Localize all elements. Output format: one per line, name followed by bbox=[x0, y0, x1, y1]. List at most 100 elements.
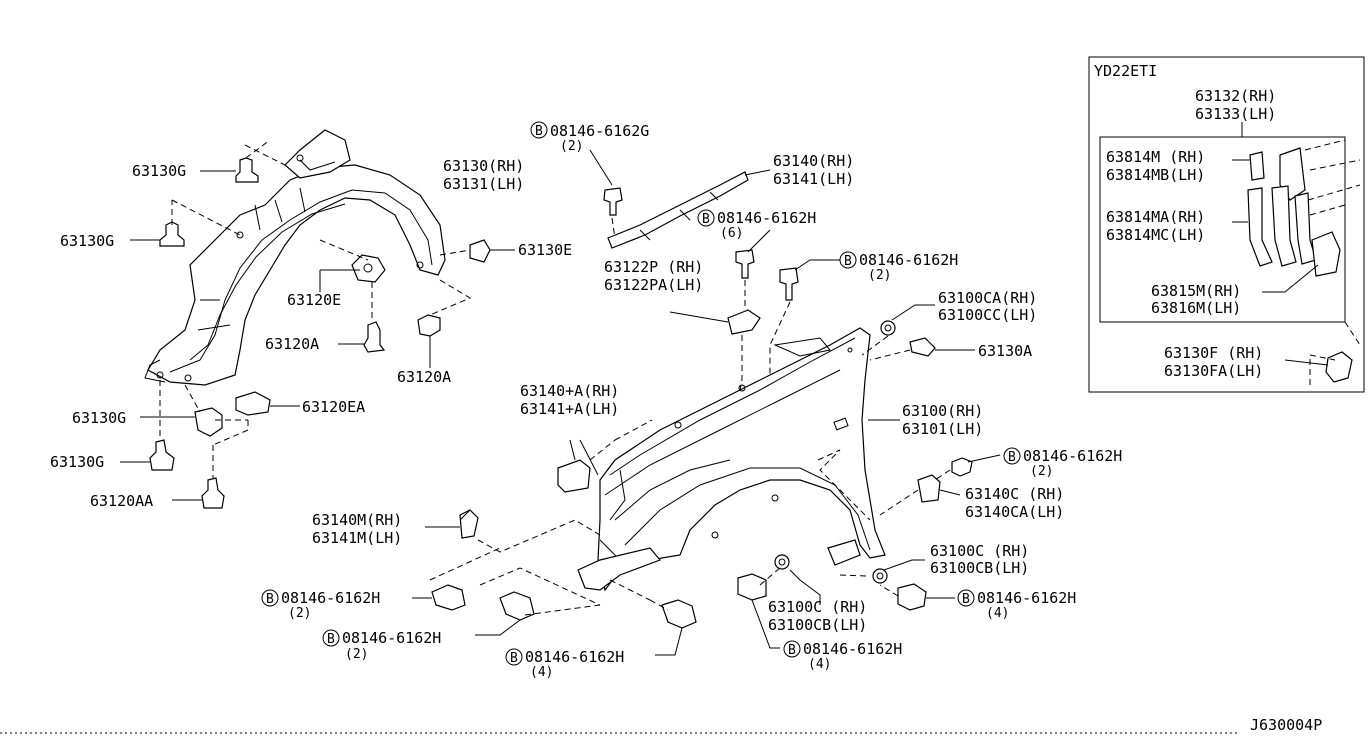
label-63814m: 63814M (RH) bbox=[1106, 148, 1205, 166]
label-63120ea: 63120EA bbox=[302, 398, 365, 416]
label-63100cb-a: 63100CB(LH) bbox=[930, 559, 1029, 577]
label-63120aa: 63120AA bbox=[90, 492, 153, 510]
clip-63130g-lower[interactable] bbox=[140, 407, 223, 437]
label-63100c-b: 63100C (RH) bbox=[768, 598, 867, 616]
clip-63130g-bottom[interactable] bbox=[120, 439, 175, 471]
label-63815m: 63815M(RH) bbox=[1151, 282, 1241, 300]
label-b9-num: 08146-6162H bbox=[977, 589, 1076, 607]
label-b5-qty: (2) bbox=[288, 606, 311, 621]
label-63122p: 63122P (RH) bbox=[604, 258, 703, 276]
retainer-63120ea[interactable] bbox=[235, 391, 300, 416]
label-b3-num: 08146-6162H bbox=[859, 251, 958, 269]
label-63130e: 63130E bbox=[518, 241, 572, 259]
label-b4-num: 08146-6162H bbox=[1023, 447, 1122, 465]
bolt-symbol-4: B bbox=[1008, 450, 1016, 465]
lower-bracket-fender[interactable] bbox=[577, 539, 861, 591]
bolt-symbol-7: B bbox=[510, 651, 518, 666]
label-63814mc: 63814MC(LH) bbox=[1106, 226, 1205, 244]
label-63120a-a: 63120A bbox=[265, 335, 319, 353]
label-63130a: 63130A bbox=[978, 342, 1032, 360]
inset-yd22eti bbox=[1088, 56, 1365, 393]
bolt-b9[interactable] bbox=[897, 583, 927, 611]
fender-seal-63140[interactable] bbox=[607, 169, 771, 249]
bolt-b4[interactable] bbox=[951, 457, 973, 477]
label-63140a: 63140+A(RH) bbox=[520, 382, 619, 400]
label-63130-rh: 63130(RH) bbox=[443, 157, 524, 175]
bolt-b8[interactable] bbox=[737, 573, 767, 601]
label-b8-qty: (4) bbox=[808, 657, 831, 672]
bolt-b7[interactable] bbox=[661, 599, 697, 629]
label-63101-lh: 63101(LH) bbox=[902, 420, 983, 438]
label-63100c-a: 63100C (RH) bbox=[930, 542, 1029, 560]
bolt-symbol-9: B bbox=[962, 592, 970, 607]
clip-63120a-left[interactable] bbox=[338, 321, 386, 353]
label-63130g-c: 63130G bbox=[72, 409, 126, 427]
bolt-symbol-8: B bbox=[788, 643, 796, 658]
clip-63120aa[interactable] bbox=[172, 477, 225, 509]
bolt-symbol-3: B bbox=[844, 254, 852, 269]
bolt-b6[interactable] bbox=[499, 591, 535, 621]
label-63130g-a: 63130G bbox=[132, 162, 186, 180]
label-b2-num: 08146-6162H bbox=[717, 209, 816, 227]
label-63120e: 63120E bbox=[287, 291, 341, 309]
label-63814ma: 63814MA(RH) bbox=[1106, 208, 1205, 226]
label-63130g-b: 63130G bbox=[60, 232, 114, 250]
grommet-63100ca[interactable] bbox=[880, 320, 896, 336]
bolt-b2[interactable] bbox=[735, 249, 755, 279]
label-63140c: 63140C (RH) bbox=[965, 485, 1064, 503]
bolt-symbol-6: B bbox=[327, 632, 335, 647]
clip-63130e[interactable] bbox=[469, 239, 515, 263]
label-63120a-b: 63120A bbox=[397, 368, 451, 386]
label-b7-num: 08146-6162H bbox=[525, 648, 624, 666]
label-b1-num: 08146-6162G bbox=[550, 122, 649, 140]
label-63100cb-b: 63100CB(LH) bbox=[768, 616, 867, 634]
label-b5-num: 08146-6162H bbox=[281, 589, 380, 607]
label-b1-qty: (2) bbox=[560, 139, 583, 154]
label-63140-rh: 63140(RH) bbox=[773, 152, 854, 170]
label-b8-num: 08146-6162H bbox=[803, 640, 902, 658]
label-63131-lh: 63131(LH) bbox=[443, 175, 524, 193]
inset-title: YD22ETI bbox=[1094, 62, 1157, 80]
bolt-b3[interactable] bbox=[779, 267, 799, 301]
bolt-b5[interactable] bbox=[412, 584, 466, 611]
label-63141-lh: 63141(LH) bbox=[773, 170, 854, 188]
label-63130g-d: 63130G bbox=[50, 453, 104, 471]
retainer-63120e[interactable] bbox=[319, 254, 386, 292]
bolt-symbol-5: B bbox=[266, 592, 274, 607]
label-63816m: 63816M(LH) bbox=[1151, 299, 1241, 317]
clip-63130g-top[interactable] bbox=[200, 157, 259, 183]
label-63140ca: 63140CA(LH) bbox=[965, 503, 1064, 521]
diagram-id: J630004P bbox=[1250, 716, 1322, 734]
grommet-63100c[interactable] bbox=[774, 554, 888, 584]
label-63140m: 63140M(RH) bbox=[312, 511, 402, 529]
label-63141a: 63141+A(LH) bbox=[520, 400, 619, 418]
label-b3-qty: (2) bbox=[868, 268, 891, 283]
label-63130f: 63130F (RH) bbox=[1164, 344, 1263, 362]
bolt-b1[interactable] bbox=[603, 187, 623, 216]
clip-63130g-mid[interactable] bbox=[130, 221, 185, 247]
screw-63130a[interactable] bbox=[909, 337, 975, 357]
label-63132: 63132(RH) bbox=[1195, 87, 1276, 105]
label-63814mb: 63814MB(LH) bbox=[1106, 166, 1205, 184]
label-63100-rh: 63100(RH) bbox=[902, 402, 983, 420]
label-63141m: 63141M(LH) bbox=[312, 529, 402, 547]
label-63122pa: 63122PA(LH) bbox=[604, 276, 703, 294]
bolt-symbol-2: B bbox=[702, 212, 710, 227]
bolt-symbol-1: B bbox=[535, 124, 543, 139]
clip-63120a-right[interactable] bbox=[417, 314, 441, 368]
labels: YD22ETI 63132(RH) 63133(LH) 63814M (RH) … bbox=[50, 62, 1322, 734]
bracket-63140a[interactable] bbox=[557, 439, 591, 493]
bracket-63122p[interactable] bbox=[669, 309, 761, 335]
bracket-63140c[interactable] bbox=[917, 474, 941, 503]
label-b7-qty: (4) bbox=[530, 665, 553, 680]
label-b2-qty: (6) bbox=[720, 226, 743, 241]
label-b9-qty: (4) bbox=[986, 606, 1009, 621]
bracket-63140m[interactable] bbox=[425, 509, 479, 539]
label-63100ca: 63100CA(RH) bbox=[938, 289, 1037, 307]
label-b4-qty: (2) bbox=[1030, 464, 1053, 479]
label-63133: 63133(LH) bbox=[1195, 105, 1276, 123]
label-b6-qty: (2) bbox=[345, 647, 368, 662]
fender-protector-liner[interactable] bbox=[144, 129, 446, 386]
label-63100cc: 63100CC(LH) bbox=[938, 306, 1037, 324]
